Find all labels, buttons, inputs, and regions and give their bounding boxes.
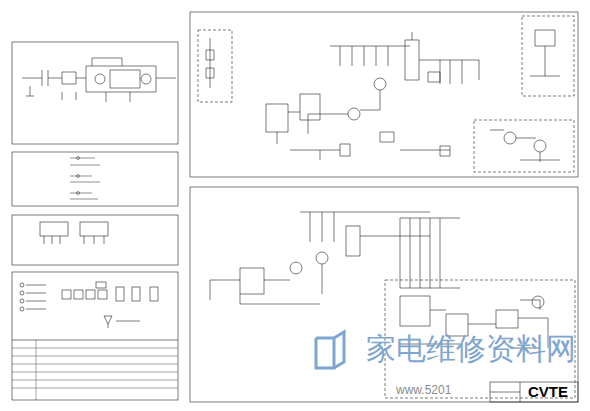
logo-text: CVTE: [528, 384, 568, 399]
watermark-url: www.5201: [396, 384, 451, 396]
watermark-text: 家电维修资料网: [366, 334, 576, 364]
